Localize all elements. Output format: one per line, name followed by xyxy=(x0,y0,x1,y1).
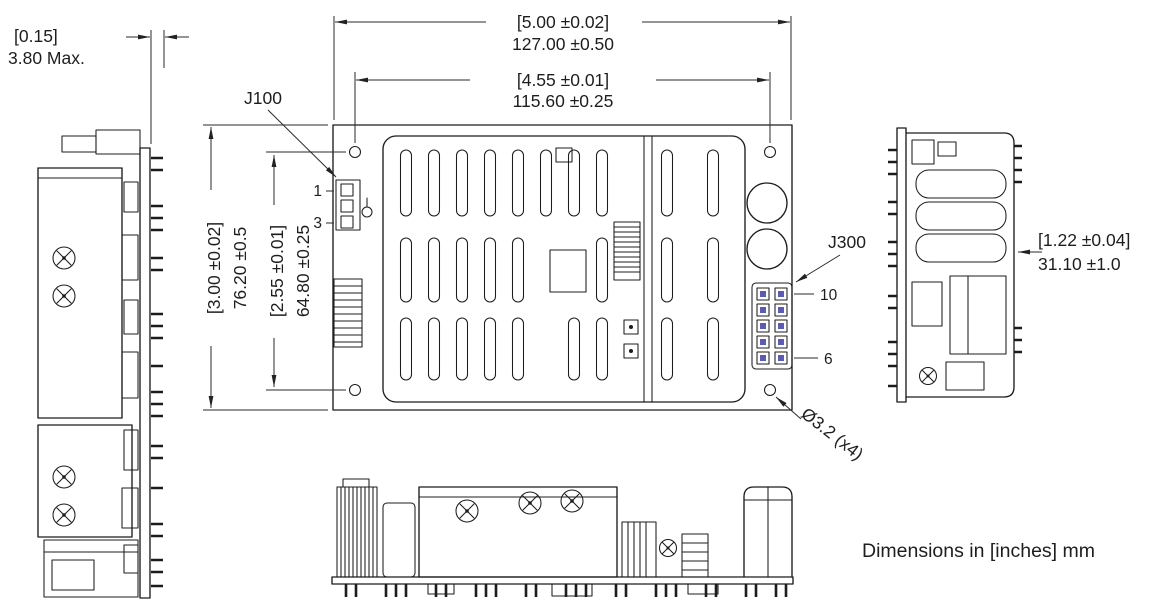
test-point xyxy=(361,206,373,218)
mounting-holes xyxy=(348,145,777,397)
dim-pin-protrusion-mm: 3.80 Max. xyxy=(8,48,85,68)
screw-icon xyxy=(52,246,76,270)
bottom-connectors xyxy=(427,583,719,597)
dim-overall-depth-mm: 76.20 ±0.5 xyxy=(230,227,250,310)
side-components xyxy=(911,139,1007,391)
board-components xyxy=(121,181,139,574)
screw-icon xyxy=(52,465,76,489)
cover-divider xyxy=(643,135,653,403)
j100-label: J100 xyxy=(244,88,282,108)
dim-mount-depth-mm: 64.80 ±0.25 xyxy=(293,225,313,317)
j100-callout: J100 1 3 xyxy=(244,88,337,232)
transformer-block xyxy=(613,221,641,281)
dimensions-note: Dimensions in [inches] mm xyxy=(862,540,1095,562)
dim-mount-width-mm: 115.60 ±0.25 xyxy=(513,91,614,111)
transformer-front xyxy=(621,521,709,578)
mounting-hole xyxy=(348,383,362,397)
dim-pin-protrusion-in: [0.15] xyxy=(14,26,58,46)
dim-overall-depth: [3.00 ±0.02] 76.20 ±0.5 xyxy=(203,124,328,411)
cover-profile xyxy=(905,132,1015,398)
heatsink-front xyxy=(336,478,378,578)
j100-pin3-label: 3 xyxy=(313,215,322,232)
dim-overall-width-in: [5.00 ±0.02] xyxy=(517,12,609,32)
dim-overall-height: [1.22 ±0.04] 31.10 ±1.0 xyxy=(1018,230,1130,274)
screw-icon xyxy=(658,538,678,558)
mounting-hole xyxy=(763,145,777,159)
lower-chassis xyxy=(37,424,133,538)
top-view xyxy=(332,124,793,411)
pcb-edge xyxy=(139,147,151,599)
heatsink-top xyxy=(333,278,363,348)
through-hole-pins xyxy=(344,584,788,597)
pcb-edge xyxy=(896,127,907,403)
cover-outline xyxy=(382,135,746,403)
capacitors-side xyxy=(915,169,1007,263)
j300-callout: J300 10 6 xyxy=(794,232,866,368)
mounting-hole xyxy=(763,383,777,397)
dim-mount-depth: [2.55 ±0.01] 64.80 ±0.25 xyxy=(266,151,346,391)
pcb-edge xyxy=(331,576,794,585)
dim-mount-depth-in: [2.55 ±0.01] xyxy=(267,225,287,317)
vent-slots xyxy=(399,149,720,381)
side-tabs xyxy=(1014,144,1022,354)
j300-pin10-label: 10 xyxy=(820,287,838,304)
front-view xyxy=(331,478,794,597)
dimension-annotations: [5.00 ±0.02] 127.00 ±0.50 [4.55 ±0.01] 1… xyxy=(8,12,1130,562)
dim-pin-protrusion: [0.15] 3.80 Max. xyxy=(8,26,189,144)
through-hole-pins xyxy=(151,156,163,588)
screw-icon xyxy=(918,366,938,386)
dim-overall-height-in: [1.22 ±0.04] xyxy=(1038,230,1130,250)
dim-overall-height-mm: 31.10 ±1.0 xyxy=(1038,254,1121,274)
right-side-view xyxy=(888,127,1022,403)
dim-mount-width-in: [4.55 ±0.01] xyxy=(517,70,609,90)
output-block-front xyxy=(743,486,793,578)
j300-pin-contacts xyxy=(760,291,784,361)
component-pads xyxy=(549,147,639,359)
capacitor-front xyxy=(382,502,416,578)
screw-icon xyxy=(455,499,479,523)
mounting-hole-callout: Ø3.2 (x4) xyxy=(798,403,868,464)
chassis-side xyxy=(37,167,123,419)
dim-overall-depth-in: [3.00 ±0.02] xyxy=(204,222,224,314)
pcb-outline xyxy=(332,124,793,411)
screw-icon xyxy=(560,489,584,513)
top-connector xyxy=(61,129,141,155)
through-hole-pins xyxy=(888,148,897,388)
dim-overall-width: [5.00 ±0.02] 127.00 ±0.50 xyxy=(333,12,792,120)
dim-mount-width: [4.55 ±0.01] 115.60 ±0.25 xyxy=(354,70,771,143)
j300-pin6-label: 6 xyxy=(824,351,833,368)
j300-connector xyxy=(751,282,793,370)
capacitor-circle xyxy=(746,228,788,270)
screw-icon xyxy=(52,284,76,308)
screw-icon xyxy=(52,503,76,527)
mounting-hole xyxy=(348,145,362,159)
left-side-view xyxy=(37,129,163,599)
cover-front xyxy=(418,486,618,578)
screw-icon xyxy=(518,491,542,515)
dim-mounting-hole: Ø3.2 (x4) xyxy=(775,396,868,464)
j100-connector xyxy=(335,179,373,231)
j300-label: J300 xyxy=(828,232,866,252)
capacitor-circle xyxy=(746,182,788,224)
j100-pin1-label: 1 xyxy=(313,183,322,200)
dim-overall-width-mm: 127.00 ±0.50 xyxy=(512,34,614,54)
